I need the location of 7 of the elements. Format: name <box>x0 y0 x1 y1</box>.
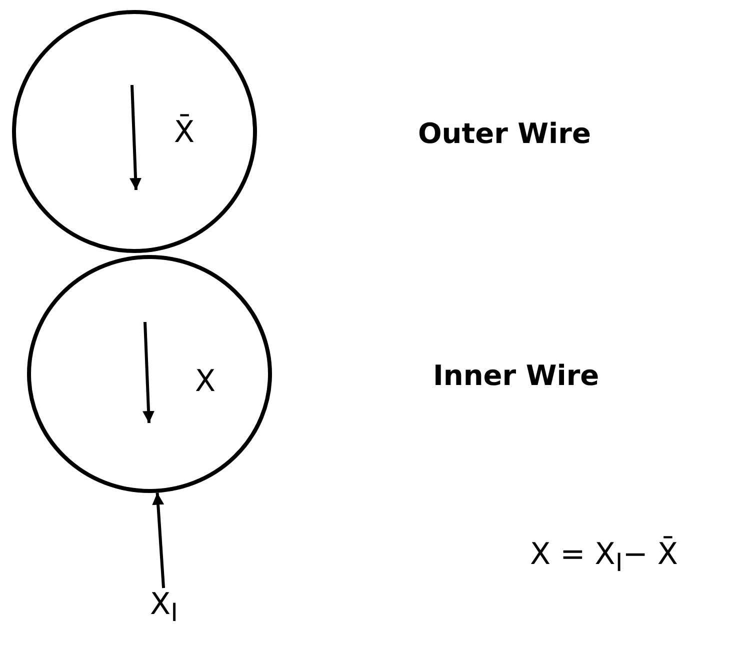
arrow <box>152 492 166 588</box>
wire-cross-section-circle <box>12 10 257 253</box>
input-symbol: X$_{I}$ <box>150 590 178 625</box>
variable-symbol: X <box>195 367 216 397</box>
wire-cross-section-circle <box>27 255 272 493</box>
wire-label: Outer Wire <box>418 120 591 148</box>
wire-label: Inner Wire <box>433 362 600 390</box>
